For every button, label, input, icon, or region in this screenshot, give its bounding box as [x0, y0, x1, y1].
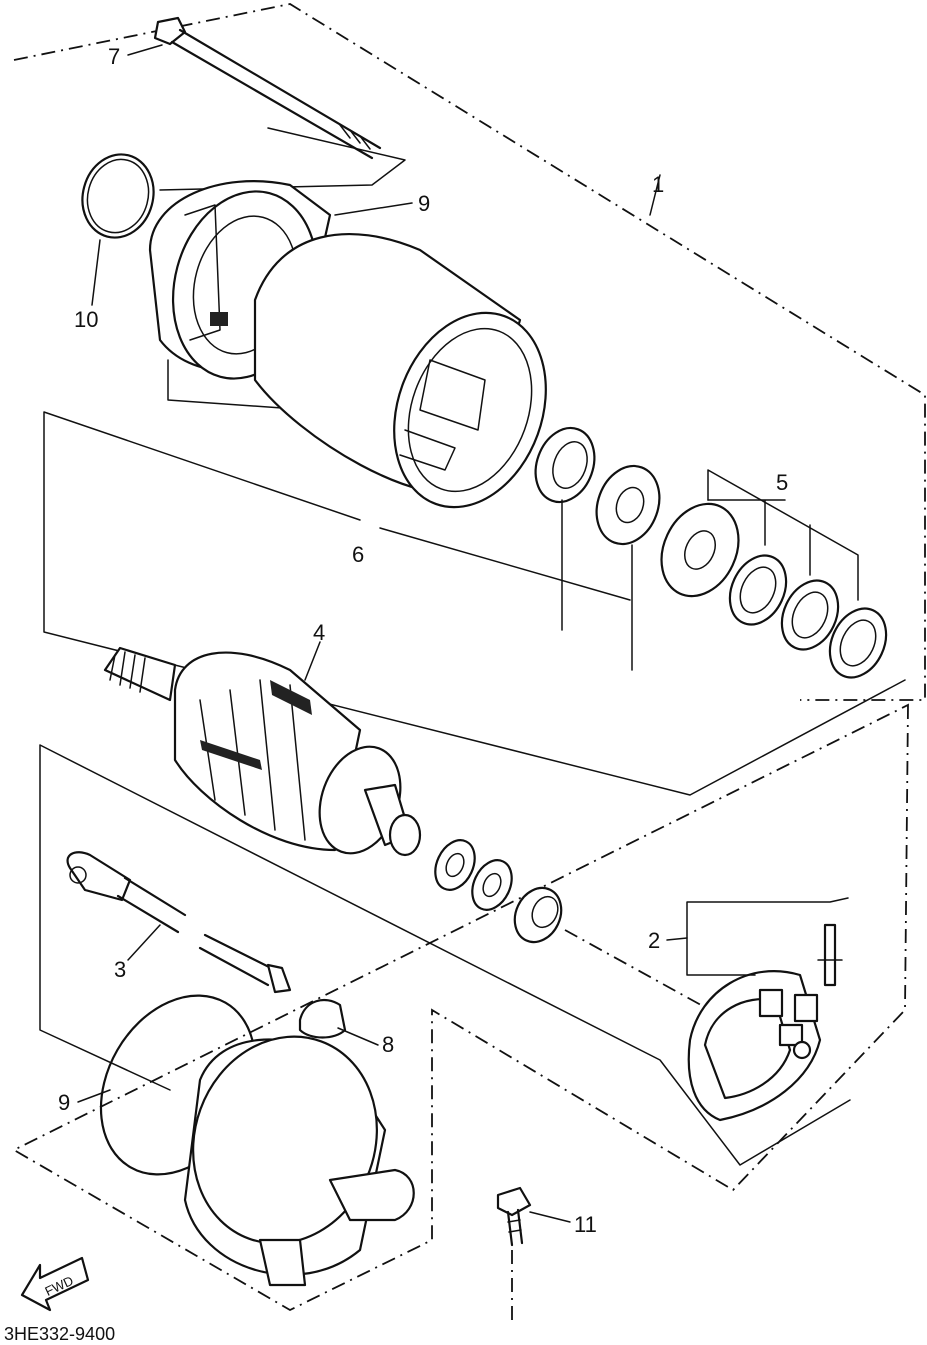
leader-10: [91, 239, 101, 306]
leader-3: [127, 924, 161, 961]
o-ring-10-inner: [86, 158, 150, 234]
front-cover-box: [167, 359, 311, 411]
leader-4: [304, 641, 321, 681]
group-5-bracket: [707, 499, 811, 576]
bearing: [534, 426, 596, 504]
leader-2: [666, 937, 688, 941]
callout-1: 1: [652, 172, 664, 197]
leader-9b: [77, 1089, 111, 1103]
brush-holder-bracket: [686, 897, 849, 976]
leader-11: [529, 1211, 571, 1223]
lower-group-outline: [39, 744, 851, 1166]
leader-1: [649, 174, 661, 216]
rear-cover: [183, 1035, 415, 1287]
callout-9-bottom: 9: [58, 1090, 70, 1115]
callout-7: 7: [108, 44, 120, 69]
group-6-outline: [43, 411, 906, 796]
brush-holder-2: [687, 923, 843, 1122]
yoke-housing: [253, 232, 547, 509]
callout-8: 8: [382, 1032, 394, 1057]
lead-wire-8: [198, 933, 347, 1039]
bolt-11: [496, 1186, 532, 1247]
lead-wire-3: [66, 851, 187, 934]
callout-2: 2: [648, 928, 660, 953]
o-ring-10: [81, 153, 155, 239]
bushing-centerline: [564, 929, 711, 1011]
fwd-arrow-icon: FWD: [20, 1256, 90, 1312]
armature-washers: [434, 839, 563, 944]
callout-4: 4: [313, 620, 325, 645]
callout-9-top: 9: [418, 191, 430, 216]
oil-seal: [595, 464, 661, 546]
assembly-1-boundary: [12, 3, 926, 1312]
leader-8: [337, 1027, 379, 1046]
armature-4: [103, 646, 422, 857]
callout-5: 5: [776, 470, 788, 495]
washer-set-5: [660, 502, 888, 679]
fwd-label: FWD: [43, 1273, 76, 1299]
callout-11: 11: [574, 1212, 597, 1237]
callout-6: 6: [352, 542, 364, 567]
bolt-7-box: [159, 127, 406, 191]
drawing-code: 3HE332-9400: [4, 1324, 115, 1344]
leader-7: [127, 44, 163, 56]
callout-10: 10: [74, 307, 98, 332]
leader-9a: [334, 202, 413, 216]
callout-3: 3: [114, 957, 126, 982]
group-5-outline: [707, 469, 859, 601]
long-bolt-7: [153, 16, 382, 160]
